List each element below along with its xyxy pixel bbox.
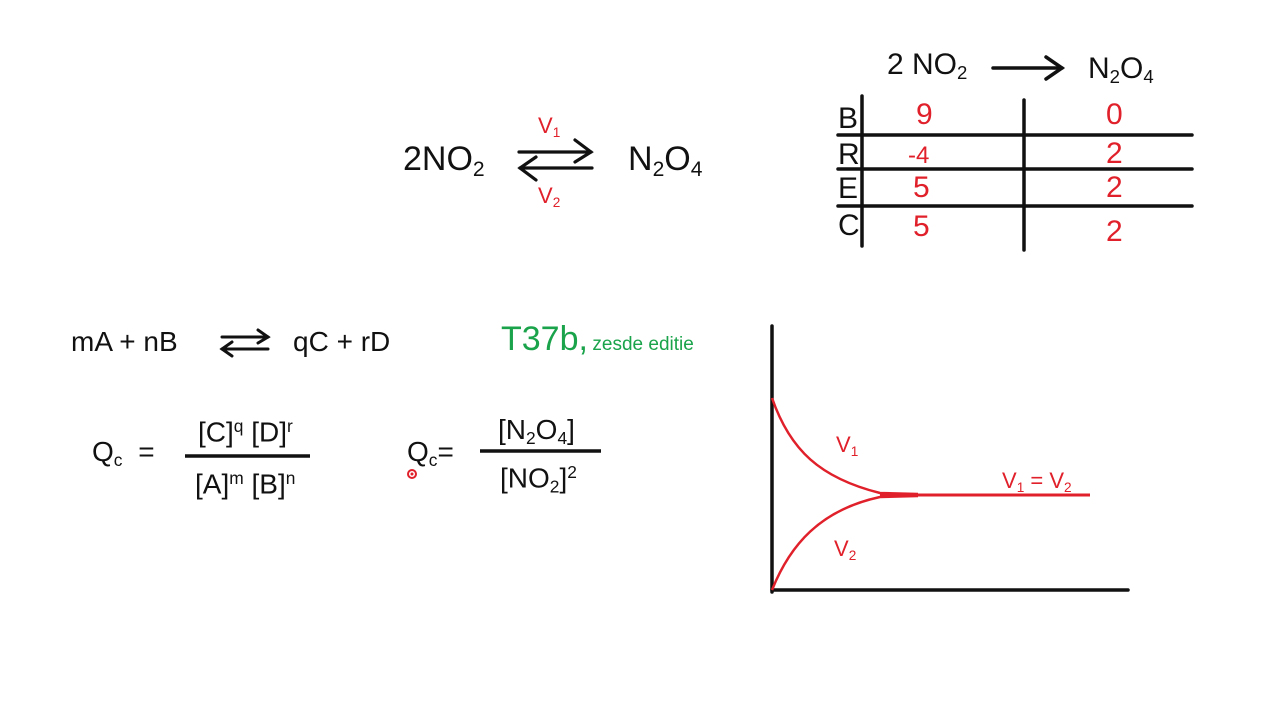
cell-r-no2: -4 (908, 142, 930, 169)
row-label-r: R (838, 138, 860, 171)
table-header-no2: 2 NO2 (887, 48, 968, 84)
curve-v1 (770, 397, 919, 496)
curve-v2 (770, 494, 919, 591)
cell-e-no2: 5 (913, 171, 930, 204)
row-label-c: C (838, 209, 860, 242)
rate-label-v2: V2 (538, 183, 561, 210)
qc-specific-denominator: [NO2]2 (500, 462, 577, 497)
cell-e-n2o4: 2 (1106, 171, 1123, 204)
exercise-code: T37b, (501, 320, 588, 358)
table-header-n2o4: N2O4 (1088, 52, 1154, 88)
qc-general-lhs: Qc = (92, 436, 155, 470)
graph-axes (770, 324, 1130, 594)
qc-specific-lhs: Qc= (407, 436, 454, 470)
bree-table-grid (836, 94, 1194, 252)
exercise-tag: T37b, zesde editie (501, 320, 694, 359)
general-products: qC + rD (293, 326, 391, 357)
reactant-no2: 2NO2 (403, 140, 485, 181)
curve-label-v2: V2 (834, 536, 857, 563)
equilibrium-label: V1 = V2 (1002, 468, 1072, 495)
curve-label-v1: V1 (836, 432, 859, 459)
qc-general-denominator: [A]m [B]n (195, 468, 296, 500)
qc-general-numerator: [C]q [D]r (198, 416, 293, 448)
equilibrium-double-arrow (517, 138, 594, 182)
general-reactants: mA + nB (71, 326, 178, 357)
qc-specific-numerator: [N2O4] (498, 414, 575, 448)
pointer-dot (407, 469, 417, 479)
cell-c-n2o4: 2 (1106, 215, 1123, 248)
product-n2o4: N2O4 (628, 140, 703, 181)
reaction-arrow (991, 55, 1066, 81)
edition-note: zesde editie (592, 334, 694, 355)
rate-label-v1: V1 (538, 113, 561, 140)
cell-r-n2o4: 2 (1106, 137, 1123, 170)
row-label-e: E (838, 172, 859, 205)
equilibrium-double-arrow-small (219, 328, 271, 358)
cell-b-no2: 9 (916, 98, 933, 131)
row-label-b: B (838, 102, 859, 135)
cell-c-no2: 5 (913, 210, 930, 243)
cell-b-n2o4: 0 (1106, 98, 1123, 131)
